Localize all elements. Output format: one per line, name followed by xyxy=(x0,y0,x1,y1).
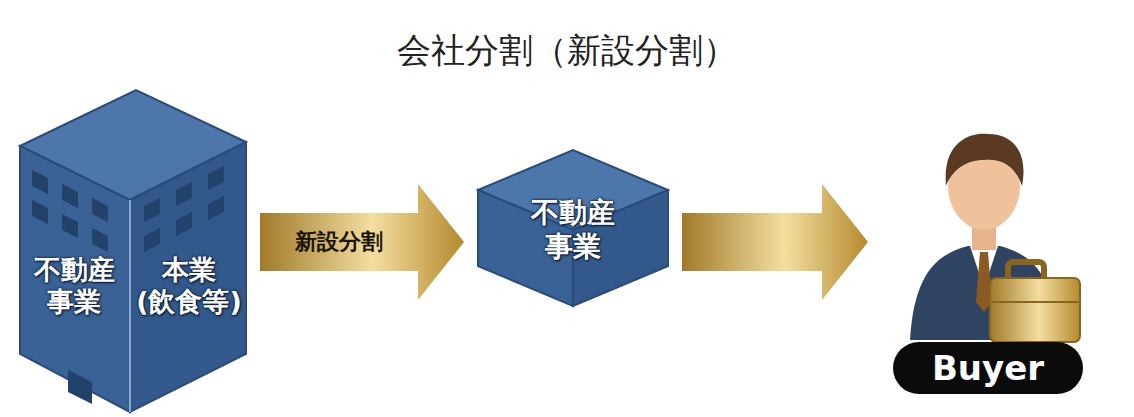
window xyxy=(208,166,224,190)
buyer: Buyer xyxy=(880,112,1102,402)
window xyxy=(176,182,192,206)
arrow-label: 新設分割 xyxy=(295,227,383,257)
window xyxy=(208,196,224,220)
window xyxy=(144,198,160,222)
door xyxy=(68,370,92,404)
building-right-face xyxy=(130,142,246,412)
buyer-label: Buyer xyxy=(893,342,1083,394)
face-label: 不動産 事業 xyxy=(18,254,130,319)
window xyxy=(62,214,78,238)
block-arrow xyxy=(682,184,868,300)
window xyxy=(32,200,48,224)
new-company-cube: 不動産 事業 xyxy=(476,148,670,308)
building: 不動産 事業本業 (飲食等) xyxy=(18,88,248,414)
window xyxy=(32,170,48,194)
window xyxy=(62,184,78,208)
block-arrow xyxy=(260,184,464,300)
diagram-title: 会社分割（新設分割） xyxy=(0,28,1134,74)
hair xyxy=(946,134,1024,186)
window xyxy=(92,228,108,252)
window xyxy=(92,198,108,222)
cube-label: 不動産 事業 xyxy=(506,196,640,263)
window xyxy=(144,228,160,252)
shape-drawing xyxy=(18,88,248,414)
briefcase-seam xyxy=(990,301,1080,303)
building-edge xyxy=(129,200,131,412)
face-label: 本業 (飲食等) xyxy=(132,254,246,319)
briefcase xyxy=(990,278,1080,342)
window xyxy=(176,212,192,236)
